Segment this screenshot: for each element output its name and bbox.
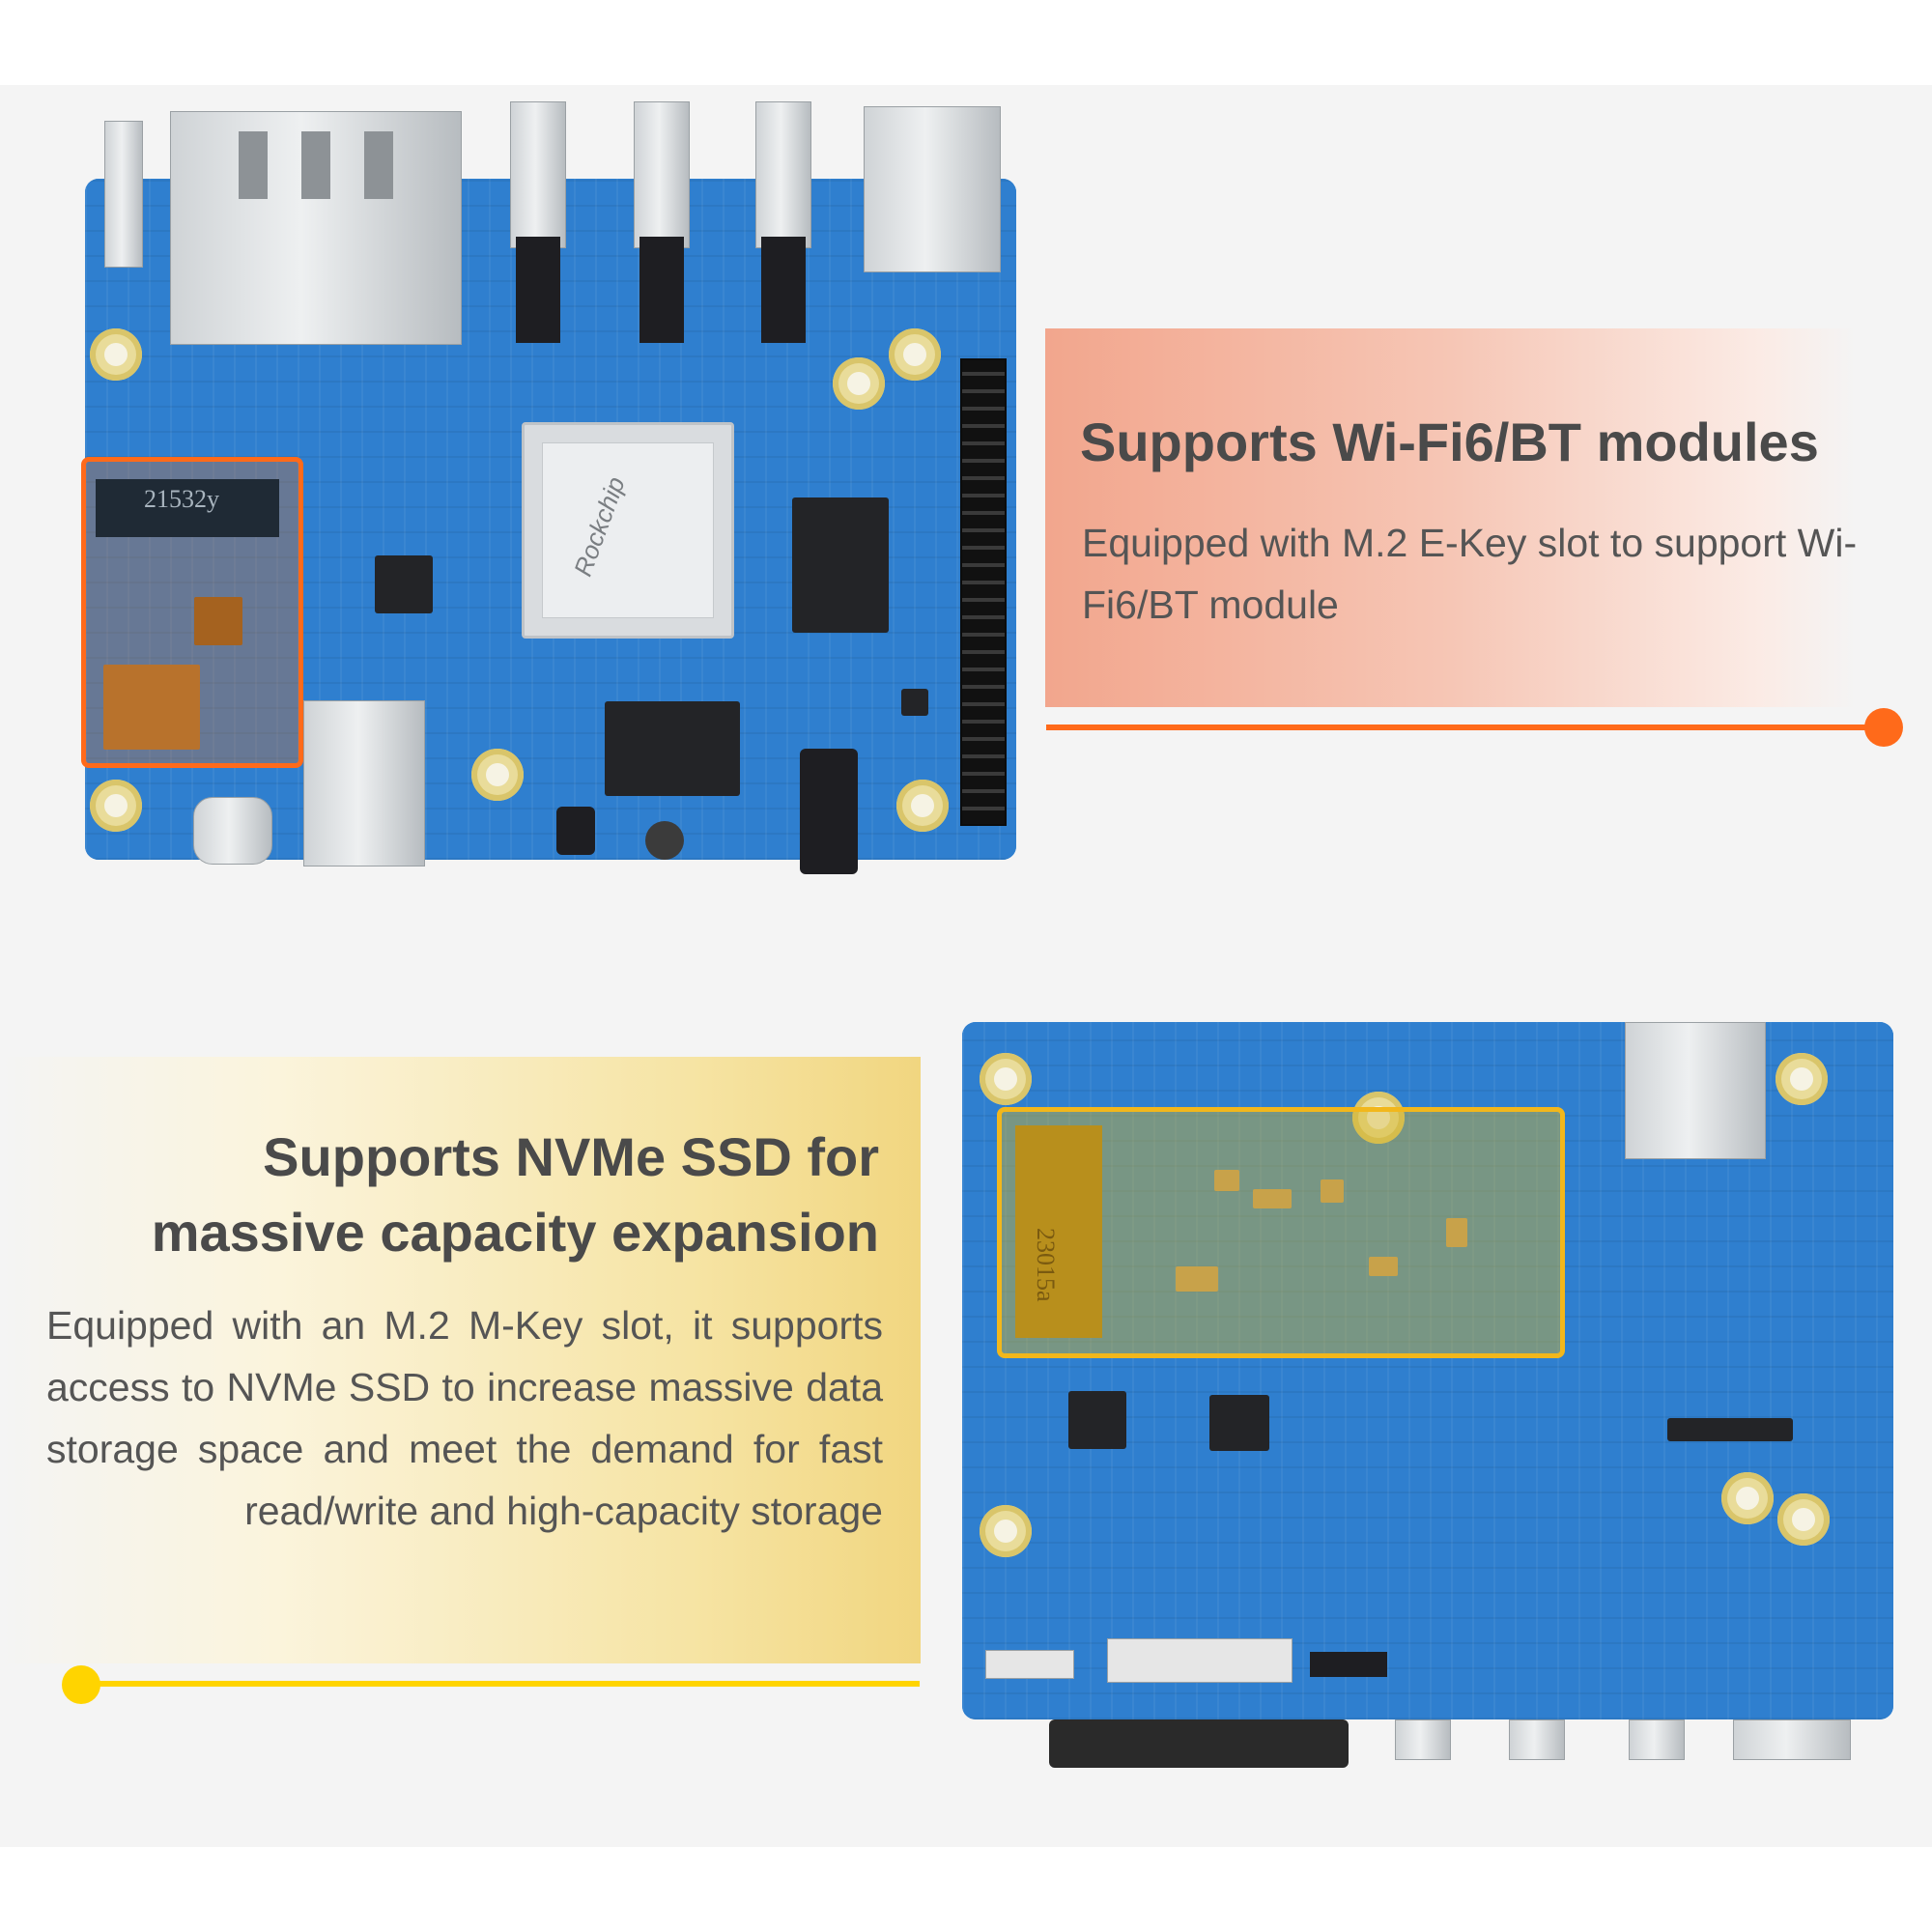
top-board-image: Rockchip 21532y [81,101,1016,874]
wifi-feature-panel [1045,328,1857,707]
e-key-slot-label: 21532y [144,485,219,513]
mount-hole [1721,1472,1774,1524]
ir-receiver [556,807,595,855]
soc-chip: Rockchip [522,422,734,639]
hdmi-connector-2 [639,237,684,343]
ethernet-port [170,111,462,345]
small-chip [901,689,928,716]
controller-chip [375,555,433,613]
audio-jack [800,749,858,874]
usb3-port [303,700,425,867]
smd-pad [1214,1170,1239,1191]
fpc-connector [1310,1652,1387,1677]
smd-pad [1369,1257,1398,1276]
mic [645,821,684,860]
edge-connector [1049,1719,1349,1768]
sd-card-slot [1625,1022,1766,1159]
smd-pad [1321,1179,1344,1203]
nvme-feature-title-line1: Supports NVMe SSD for [263,1126,879,1187]
mount-hole [980,1505,1032,1557]
nvme-feature-panel [0,1057,921,1663]
smd-pad [1176,1266,1218,1292]
mount-hole [833,357,885,410]
fpc-connector [1107,1638,1293,1683]
gpio-header [960,358,1007,826]
nvme-feature-title-line2: massive capacity expansion [151,1202,879,1263]
e-key-slot-connector [96,479,279,537]
power-port [104,121,143,268]
m-key-slot-label: 23015a [1032,1228,1060,1302]
hdmi-port-1 [510,101,566,248]
fpc-connector [985,1650,1074,1679]
e-key-slot-highlight: 21532y [81,457,303,768]
bottom-chip [1209,1395,1269,1451]
wifi-accent-dot [1864,708,1903,747]
usb-c-port [193,797,272,865]
smd-pad [1446,1218,1467,1247]
edge-port [1395,1719,1451,1760]
bottom-board-image: 23015a [962,1022,1893,1768]
m-key-slot-highlight: 23015a [997,1107,1565,1358]
nvme-feature-description: Equipped with an M.2 M-Key slot, it supp… [46,1303,883,1533]
edge-port [1509,1719,1565,1760]
smd-pad [1253,1189,1292,1208]
mount-hole [1352,1092,1405,1144]
edge-port [1629,1719,1685,1760]
wifi-feature-title: Supports Wi-Fi6/BT modules [1080,412,1819,472]
mount-hole [980,1053,1032,1105]
hdmi-connector-3 [761,237,806,343]
nvme-accent-line [81,1681,920,1687]
hdmi-connector-1 [516,237,560,343]
emmc-chip [605,701,740,796]
wifi-module-chip [103,665,200,750]
m-key-slot-connector [1015,1125,1102,1338]
mount-hole [90,780,142,832]
bottom-chip [1667,1418,1793,1441]
hdmi-port-3 [755,101,811,248]
mount-hole [889,328,941,381]
edge-port [1733,1719,1851,1760]
wifi-feature-description: Equipped with M.2 E-Key slot to support … [1082,521,1858,627]
usb-port-top [864,106,1001,272]
mount-hole [90,328,142,381]
mount-hole [471,749,524,801]
wifi-module-chip [194,597,242,645]
mount-hole [1777,1493,1830,1546]
wifi-accent-line [1046,724,1883,730]
bottom-chip [1068,1391,1126,1449]
nvme-accent-dot [62,1665,100,1704]
hdmi-port-2 [634,101,690,248]
mount-hole [1776,1053,1828,1105]
memory-chip [792,497,889,633]
mount-hole [896,780,949,832]
